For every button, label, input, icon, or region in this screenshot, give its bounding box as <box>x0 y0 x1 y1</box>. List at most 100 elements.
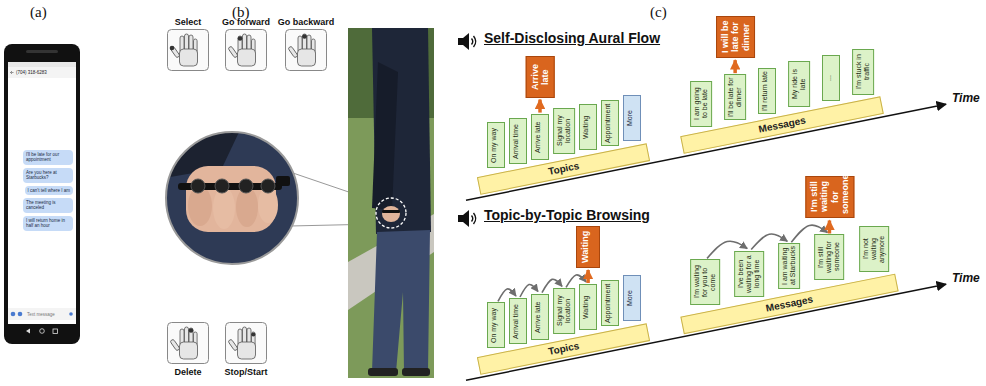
person-photo <box>382 210 400 213</box>
gesture-icon <box>226 30 267 71</box>
gesture-label: Select <box>175 17 202 27</box>
node-text: Arrival time <box>512 121 520 161</box>
node-text: Arrival time <box>512 301 520 341</box>
node-text: Arrive late <box>534 117 542 157</box>
ring-closeup <box>276 176 290 186</box>
node-text: More <box>626 278 634 318</box>
audio-card: Arrive late <box>531 294 549 340</box>
gesture-label: Delete <box>174 367 201 377</box>
audio-card: On my way <box>487 122 505 168</box>
phone <box>8 62 76 324</box>
gesture-icon <box>168 323 209 364</box>
node-text: Arrive late <box>534 297 542 337</box>
selection-arrow <box>586 270 590 283</box>
gesture-icon <box>170 46 175 51</box>
node-text: Waiting <box>582 107 590 147</box>
node-text: The meeting is canceled <box>26 200 70 211</box>
node-text: I will be late for dinner <box>720 20 751 54</box>
selected-card: I'm still waiting for someone <box>805 176 854 218</box>
audio-card: I am going to be late <box>690 81 712 127</box>
node-text: Signal my location <box>556 291 572 331</box>
node-text: I am going to be late <box>693 84 709 124</box>
speaker-icon <box>458 215 463 222</box>
audio-card: Arrive late <box>531 114 549 160</box>
ring-closeup <box>215 179 229 193</box>
person-photo <box>372 230 430 372</box>
gesture-icon <box>302 34 307 39</box>
audio-card: On my way <box>487 302 505 348</box>
phone <box>4 44 80 344</box>
phone <box>18 312 23 317</box>
gesture-icon <box>168 30 209 71</box>
node-text: I'm waiting for you to come <box>693 262 717 302</box>
zoom-circle <box>166 132 298 264</box>
audio-card: I've been waiting for a long time <box>734 251 764 297</box>
speaker-icon <box>472 36 476 47</box>
audio-card: I'll return late <box>758 68 776 114</box>
speaker-icon <box>458 210 476 227</box>
message-bubble: Are you here at Starbucks? <box>23 168 73 183</box>
audio-card: ... <box>822 55 840 101</box>
audio-card: My ride is late <box>788 61 810 107</box>
person-photo <box>402 368 430 376</box>
section-heading: Topic-by-Topic Browsing <box>484 207 650 223</box>
selected-card: I will be late for dinner <box>716 16 755 58</box>
node-text: Waiting <box>582 287 590 327</box>
node-text: Appointment <box>604 103 612 143</box>
message-bubble: The meeting is canceled <box>23 198 73 213</box>
ring-closeup <box>213 187 235 229</box>
phone <box>8 324 76 338</box>
message-bubble: I'll be late for our appointment <box>23 150 73 165</box>
gesture-icon <box>168 30 209 71</box>
node-text: Waiting <box>580 230 590 264</box>
phone <box>40 329 45 334</box>
person-photo <box>376 198 406 228</box>
person-photo <box>372 62 398 210</box>
person-photo <box>348 28 434 378</box>
audio-card: I am waiting at Starbucks <box>778 243 800 289</box>
audio-card: Signal my location <box>553 288 575 334</box>
phone <box>11 71 14 74</box>
node-text: More <box>626 98 634 138</box>
gesture-icon <box>251 332 255 336</box>
more-card: More <box>623 95 641 141</box>
audio-card: I'm waiting for you to come <box>690 259 720 305</box>
phone <box>4 44 80 344</box>
gesture-icon <box>238 36 243 41</box>
speaker-icon <box>458 38 463 45</box>
more-card: More <box>623 275 641 321</box>
message-bubble: I can't tell where I am <box>25 186 73 195</box>
speaker-icon <box>472 213 476 224</box>
person-photo <box>348 28 434 378</box>
panel-letter: (c) <box>650 4 667 21</box>
audio-card: Arrival time <box>509 118 527 164</box>
gesture-icon <box>226 323 267 364</box>
node-text: I'm not waiting anymore <box>862 229 886 269</box>
selection-arrow <box>538 100 542 113</box>
gesture-icon <box>226 30 267 71</box>
audio-card: Appointment <box>601 100 619 146</box>
gesture-icon <box>286 30 327 71</box>
node-text: ... <box>825 58 833 98</box>
phone <box>8 67 76 78</box>
input-hint: Text message <box>27 312 55 317</box>
phone <box>8 308 76 320</box>
contact-number: (704) 318-6283 <box>16 70 47 75</box>
ring-closeup <box>239 179 253 193</box>
node-text: I'm still waiting for someone <box>817 237 841 277</box>
selection-arrow <box>733 60 737 73</box>
audio-card: I'll be late for dinner <box>724 74 746 120</box>
panel-letter: (a) <box>30 4 47 21</box>
phone <box>11 312 16 317</box>
ring-closeup <box>164 130 300 266</box>
node-text: Appointment <box>604 283 612 323</box>
gesture-icon <box>286 30 327 71</box>
message-bubble: I will return home in half an hour <box>23 216 73 231</box>
gesture-label: Go backward <box>278 17 335 27</box>
node-text: Are you here at Starbucks? <box>26 170 70 181</box>
speaker-icon <box>458 33 476 50</box>
node-text: My ride is late <box>791 64 807 104</box>
selected-card: Waiting <box>576 226 600 268</box>
section-heading: Self-Disclosing Aural Flow <box>484 30 660 46</box>
